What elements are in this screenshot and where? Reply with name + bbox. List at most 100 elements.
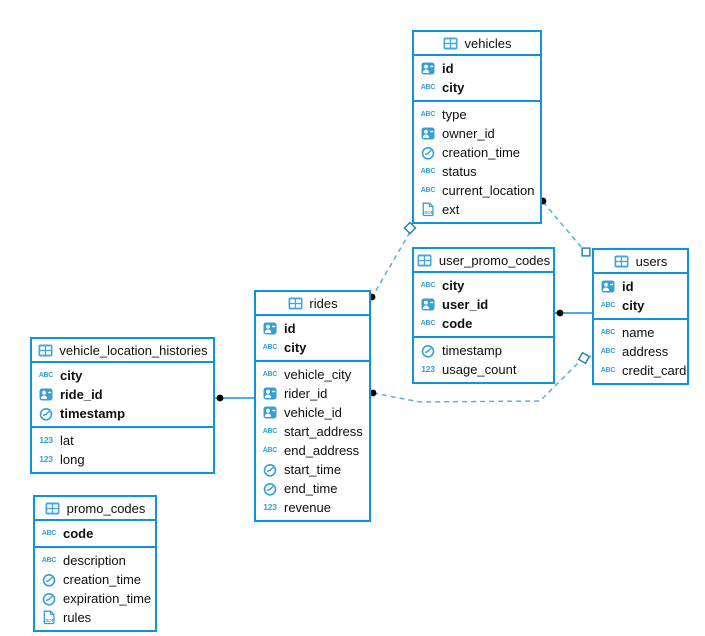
field-row-ride_id[interactable]: ride_id — [32, 385, 213, 404]
table-icon — [443, 37, 459, 50]
field-row-id[interactable]: id — [594, 277, 687, 296]
table-header[interactable]: rides — [256, 292, 369, 316]
person-icon — [419, 62, 437, 75]
abc-icon: ABC — [420, 84, 436, 91]
field-label: city — [622, 298, 645, 313]
field-label: name — [622, 325, 655, 340]
field-row-city[interactable]: ABC city — [594, 296, 687, 315]
abc-icon: ABC — [262, 447, 278, 454]
clock-icon — [40, 592, 58, 606]
field-label: expiration_time — [63, 591, 152, 606]
svg-text:JSON: JSON — [422, 210, 434, 215]
abc-icon: ABC — [38, 372, 54, 379]
field-row-name[interactable]: ABC name — [594, 323, 687, 342]
field-row-creation_time[interactable]: creation_time — [35, 570, 155, 589]
table-header[interactable]: vehicle_location_histories — [32, 339, 213, 363]
table-header[interactable]: vehicles — [414, 32, 540, 56]
table-title: promo_codes — [66, 500, 146, 516]
connection-line-vehicles-to-users — [542, 201, 584, 250]
table-header[interactable]: user_promo_codes — [414, 249, 553, 273]
field-row-timestamp[interactable]: timestamp — [32, 404, 213, 423]
field-label: code — [442, 316, 473, 331]
field-label: code — [63, 526, 94, 541]
abc-icon: ABC — [41, 557, 57, 564]
field-row-rules[interactable]: JSON rules — [35, 608, 155, 627]
field-row-city[interactable]: ABC city — [414, 78, 540, 97]
field-row-timestamp[interactable]: timestamp — [414, 341, 553, 360]
table-title: users — [635, 253, 668, 269]
table-header[interactable]: promo_codes — [35, 497, 155, 521]
table-icon — [37, 344, 53, 357]
field-row-start_time[interactable]: start_time — [256, 460, 369, 479]
field-label: type — [442, 107, 467, 122]
field-row-id[interactable]: id — [256, 319, 369, 338]
json-icon: JSON — [40, 610, 58, 625]
connection-dot-marker — [216, 394, 224, 402]
person-icon — [599, 280, 617, 293]
number-icon: 123 — [39, 454, 53, 465]
field-row-vehicle_id[interactable]: vehicle_id — [256, 403, 369, 422]
connection-dot-marker — [556, 309, 564, 317]
field-label: status — [442, 164, 477, 179]
field-row-user_id[interactable]: user_id — [414, 295, 553, 314]
table-title: vehicle_location_histories — [59, 342, 208, 358]
field-row-creation_time[interactable]: creation_time — [414, 143, 540, 162]
abc-icon: ABC — [41, 530, 57, 537]
field-label: id — [284, 321, 296, 336]
field-row-owner_id[interactable]: owner_id — [414, 124, 540, 143]
field-row-type[interactable]: ABC type — [414, 105, 540, 124]
field-label: id — [442, 61, 454, 76]
connection-line-vehicles-to-rides — [373, 231, 411, 295]
abc-icon: ABC — [600, 329, 616, 336]
field-label: rider_id — [284, 386, 328, 401]
field-label: creation_time — [442, 145, 521, 160]
abc-icon: ABC — [600, 302, 616, 309]
field-label: city — [442, 80, 465, 95]
clock-icon — [261, 482, 279, 496]
field-row-code[interactable]: ABC code — [35, 524, 155, 543]
person-icon — [261, 322, 279, 335]
field-label: city — [442, 278, 465, 293]
abc-icon: ABC — [420, 111, 436, 118]
field-label: ride_id — [60, 387, 103, 402]
field-label: rules — [63, 610, 92, 625]
field-row-expiration_time[interactable]: expiration_time — [35, 589, 155, 608]
field-row-end_time[interactable]: end_time — [256, 479, 369, 498]
table-title: user_promo_codes — [438, 252, 551, 268]
field-label: start_address — [284, 424, 363, 439]
abc-icon: ABC — [262, 371, 278, 378]
field-row-id[interactable]: id — [414, 59, 540, 78]
table-icon — [417, 254, 433, 267]
table-header[interactable]: users — [594, 250, 687, 274]
connection-diamond-marker — [581, 247, 591, 257]
field-row-rider_id[interactable]: rider_id — [256, 384, 369, 403]
